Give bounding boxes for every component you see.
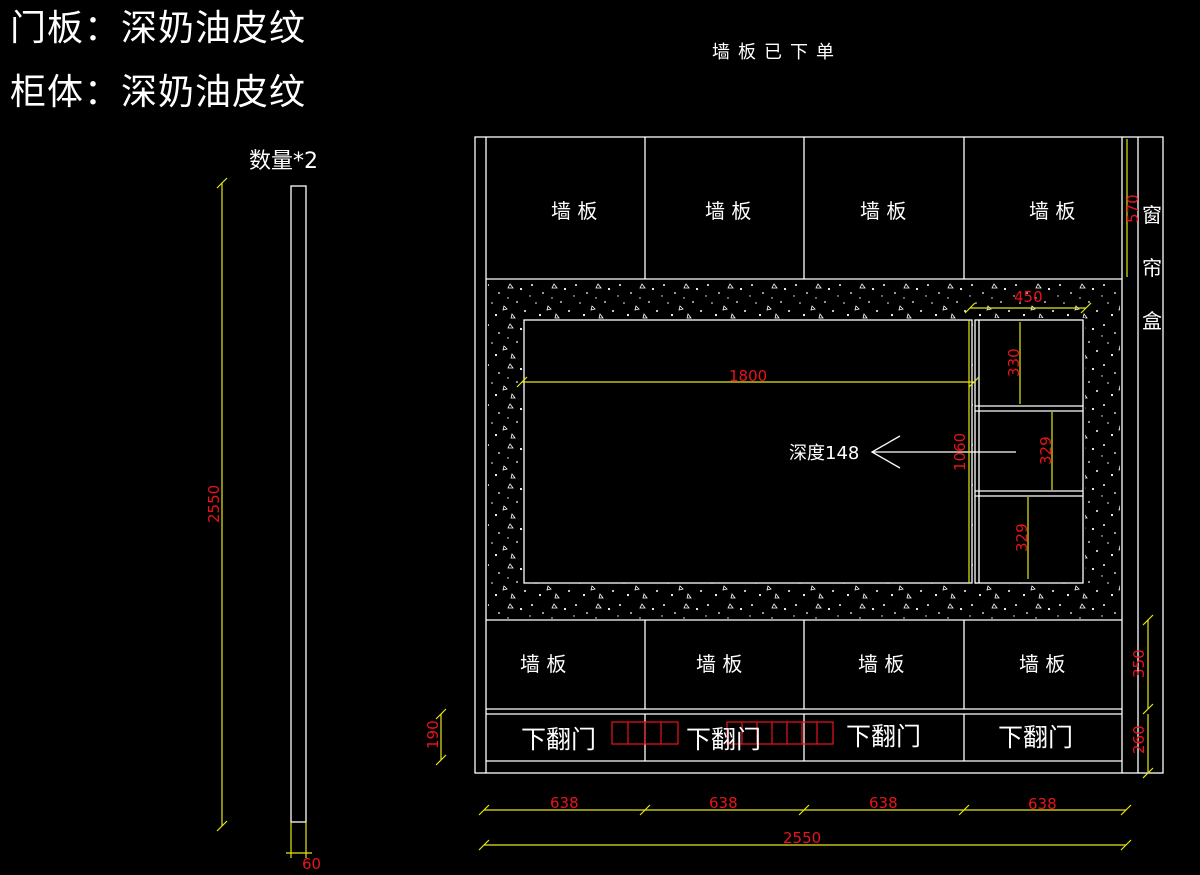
cabinet-body-material: 柜体：深奶油皮纹 [10, 72, 307, 113]
middle-panel-2-label: 墙 板 [696, 652, 742, 676]
dim-unit-width-1: 638 [550, 794, 579, 812]
top-panel-1-label: 墙 板 [551, 199, 597, 223]
dim-left-height: 190 [424, 720, 442, 749]
dim-top-height: 570 [1124, 194, 1142, 223]
drop-door-3-label: 下翻门 [846, 722, 921, 751]
curtain-box-char-3: 盒 [1142, 309, 1162, 333]
outer-frame [474, 136, 1164, 774]
drop-door-4-label: 下翻门 [998, 723, 1073, 752]
middle-panel-4-label: 墙 板 [1019, 652, 1065, 676]
arrow-left-icon [870, 435, 1016, 469]
dim-door-height: 260 [1130, 725, 1148, 754]
top-panel-2-label: 墙 板 [705, 199, 751, 223]
side-width-dim-text: 60 [302, 855, 321, 873]
side-view: 数量*2 2550 60 [205, 149, 321, 873]
side-panel-outline [290, 185, 307, 823]
dim-unit-width-3: 638 [869, 794, 898, 812]
dim-middle-height: 350 [1130, 649, 1148, 678]
dim-tv-width: 1800 [729, 367, 767, 385]
drop-door-1-label: 下翻门 [521, 725, 596, 754]
middle-panel-3-label: 墙 板 [858, 652, 904, 676]
dim-shelf-1: 330 [1005, 348, 1023, 377]
door-handles [611, 721, 834, 745]
dim-unit-width-2: 638 [709, 794, 738, 812]
curtain-box-char-1: 窗 [1142, 203, 1162, 227]
dim-shelf-3: 329 [1013, 523, 1031, 552]
dim-tv-height: 1060 [951, 433, 969, 471]
top-panel-3-label: 墙 板 [860, 199, 906, 223]
side-height-dim-text: 2550 [205, 485, 223, 523]
top-panel-4-label: 墙 板 [1029, 199, 1075, 223]
middle-panel-1-label: 墙 板 [520, 652, 566, 676]
dim-shelf-2: 329 [1037, 436, 1055, 465]
front-view: 墙板已下单 [424, 42, 1164, 851]
depth-note: 深度148 [789, 443, 859, 464]
door-panel-material: 门板：深奶油皮纹 [10, 8, 307, 49]
curtain-box-char-2: 帘 [1142, 256, 1162, 280]
dim-total-width: 2550 [783, 829, 821, 847]
dim-shelf-width: 450 [1014, 288, 1043, 306]
quantity-label: 数量*2 [249, 149, 318, 174]
drop-door-2-label: 下翻门 [686, 725, 761, 754]
dim-unit-width-4: 638 [1028, 795, 1057, 813]
dimension-lines [435, 139, 1154, 851]
status-note: 墙板已下单 [712, 42, 842, 63]
